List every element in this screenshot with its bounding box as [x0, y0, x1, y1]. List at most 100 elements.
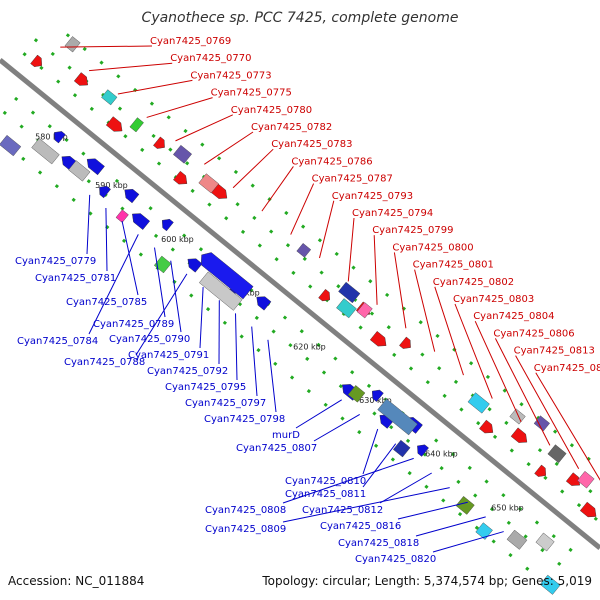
track-dot [489, 507, 495, 512]
track-dot [2, 110, 7, 116]
track-dot [389, 425, 394, 430]
gene-label: Cyan7425_0812 [302, 505, 383, 516]
scale-tick-label: 620 kbp [293, 342, 326, 351]
track-dot [557, 561, 562, 566]
track-dot [88, 211, 93, 216]
gene-arrow [399, 336, 411, 349]
track-dot [72, 93, 78, 98]
track-dot [224, 216, 229, 221]
label-leader-line [347, 217, 355, 282]
label-leader-line [86, 194, 91, 255]
track-dot [434, 438, 439, 443]
track-dot [390, 457, 395, 462]
track-dot [569, 443, 575, 448]
track-dot [257, 243, 262, 248]
track-dot [441, 498, 446, 503]
track-dot [435, 333, 440, 339]
track-dot [526, 462, 531, 467]
gene-label: Cyan7425_0793 [332, 191, 413, 202]
gene-label: Cyan7425_0811 [285, 489, 366, 500]
track-dot [543, 475, 548, 480]
track-dot [319, 270, 324, 275]
track-dot [593, 516, 598, 521]
label-leader-line [319, 200, 335, 259]
track-dot [305, 356, 310, 361]
label-leader-line [397, 501, 468, 520]
gene-box [467, 392, 490, 414]
gene-arrow [479, 419, 494, 434]
track-dot [368, 279, 373, 284]
genome-backbone [0, 58, 600, 550]
track-dot [508, 552, 513, 558]
gene-arrow [86, 158, 105, 176]
track-dot [576, 503, 582, 508]
track-dot [467, 465, 472, 470]
track-dot [525, 566, 530, 571]
track-dot [148, 206, 153, 211]
track-dot [30, 110, 36, 115]
gene-box [506, 529, 528, 550]
label-leader-line [232, 148, 274, 189]
track-dot [506, 520, 511, 525]
gene-label: Cyan7425_0769 [150, 36, 231, 47]
track-dot [282, 315, 288, 320]
track-dot [121, 238, 127, 243]
gene-arrow [565, 472, 580, 486]
gene-box [64, 36, 81, 53]
gene-label: Cyan7425_0785 [66, 297, 147, 308]
gene-label: Cyan7425_0783 [271, 139, 352, 150]
track-dot [457, 512, 463, 517]
label-leader-line [170, 260, 182, 333]
scale-tick-label: 600 kbp [161, 235, 194, 244]
track-dot [357, 430, 362, 435]
track-dot [140, 147, 145, 153]
track-dot [453, 379, 459, 384]
track-dot [317, 238, 323, 243]
gene-arrow [30, 54, 42, 67]
gene-label: Cyan7425_0809 [205, 524, 286, 535]
track-dot [182, 233, 187, 238]
gene-label: Cyan7425_0786 [291, 156, 372, 167]
gene-arrow [105, 116, 123, 132]
track-dot [138, 252, 143, 257]
track-dot [71, 197, 76, 202]
track-dot [323, 402, 328, 407]
track-dot [205, 307, 211, 312]
track-dot [183, 128, 188, 134]
gene-label: Cyan7425_0792 [147, 366, 228, 377]
track-dot [168, 147, 173, 152]
track-dot [392, 352, 397, 357]
label-leader-line [393, 252, 407, 329]
track-dot [358, 325, 363, 330]
gene-label: Cyan7425_0782 [251, 122, 332, 133]
label-leader-line [432, 531, 504, 553]
track-dot [233, 169, 239, 175]
track-dot [256, 348, 261, 353]
track-dot [123, 134, 128, 139]
gene-label: Cyan7425_0803 [453, 294, 534, 305]
track-dot [120, 206, 125, 211]
track-dot [336, 284, 341, 289]
track-dot [65, 33, 71, 38]
track-dot [476, 421, 481, 426]
track-dot [200, 142, 205, 147]
track-dot [67, 65, 72, 70]
gene-label: Cyan7425_0820 [355, 554, 436, 565]
gene-arrow [153, 136, 165, 149]
gene-arrow [417, 444, 429, 457]
gene-label: Cyan7425_0801 [413, 260, 494, 271]
track-dot [37, 170, 43, 175]
gene-label: Cyan7425_0795 [165, 382, 246, 393]
label-leader-line [105, 208, 108, 272]
gene-arrow [124, 189, 140, 204]
backbone-line [0, 58, 600, 550]
track-dot [153, 233, 159, 238]
track-dot [437, 366, 442, 371]
track-dot [540, 548, 545, 553]
track-dot [523, 534, 528, 539]
label-leader-line [154, 247, 166, 318]
track-dot [207, 202, 212, 207]
track-dot [269, 229, 274, 234]
gene-box [336, 298, 357, 319]
track-dot [89, 106, 94, 112]
